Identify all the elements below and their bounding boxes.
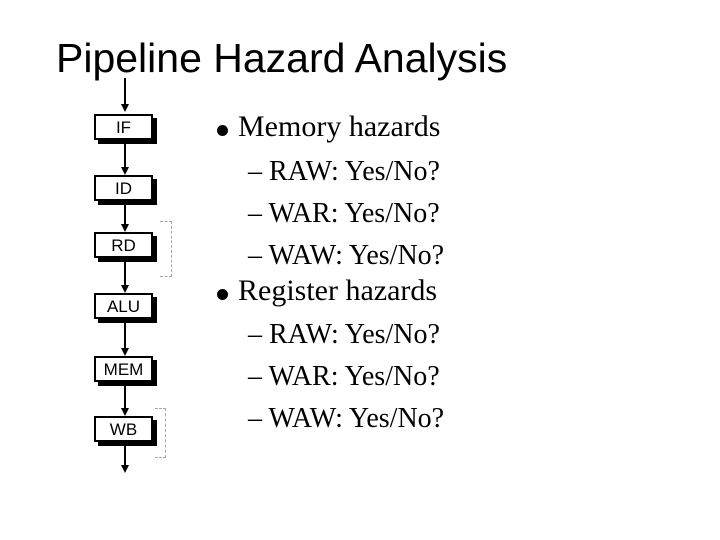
stage-label: RD [111,235,136,255]
pipeline-stage-rd: RD [94,232,153,258]
arrow-down-icon [121,408,129,416]
subitem-war: – WAR: Yes/No? [248,361,440,392]
stage-group-bracket-wb [155,408,166,458]
arrow-down-icon [121,104,129,112]
slide-title: Pipeline Hazard Analysis [56,35,508,81]
bullet-icon [217,289,228,300]
flow-line [124,442,126,465]
pipeline-stage-mem: MEM [94,356,153,382]
stage-label: ID [115,178,132,198]
stage-label: WB [109,419,138,439]
arrow-down-icon [121,224,129,232]
bullet-icon [217,125,228,136]
pipeline-stage-wb: WB [94,416,153,442]
arrow-down-icon [121,285,129,293]
stage-label: ALU [106,296,141,316]
flow-line [124,140,126,167]
stage-label: MEM [103,359,144,379]
register-hazard-subitems: – RAW: Yes/No? – WAR: Yes/No? – WAW: Yes… [248,314,444,440]
arrow-down-icon [121,167,129,175]
arrow-down-icon [121,348,129,356]
flow-line [124,258,126,285]
arrow-down-icon [121,465,129,473]
pipeline-stage-id: ID [94,175,153,201]
pipeline-stage-if: IF [94,114,153,140]
flow-line [124,382,126,408]
subitem-war: – WAR: Yes/No? [248,198,440,229]
flow-line [124,319,126,348]
subitem-waw: – WAW: Yes/No? [248,403,445,434]
bullet-memory-hazards: Memory hazards [238,110,441,143]
pipeline-stage-alu: ALU [94,293,153,319]
stage-label: IF [115,117,132,137]
subitem-raw: – RAW: Yes/No? [248,156,440,187]
bullet-register-hazards: Register hazards [238,274,438,307]
flow-line [124,78,126,104]
subitem-raw: – RAW: Yes/No? [248,319,440,350]
stage-group-bracket-rd [160,221,172,277]
memory-hazard-subitems: – RAW: Yes/No? – WAR: Yes/No? – WAW: Yes… [248,151,444,277]
subitem-waw: – WAW: Yes/No? [248,240,445,271]
flow-line [124,201,126,224]
